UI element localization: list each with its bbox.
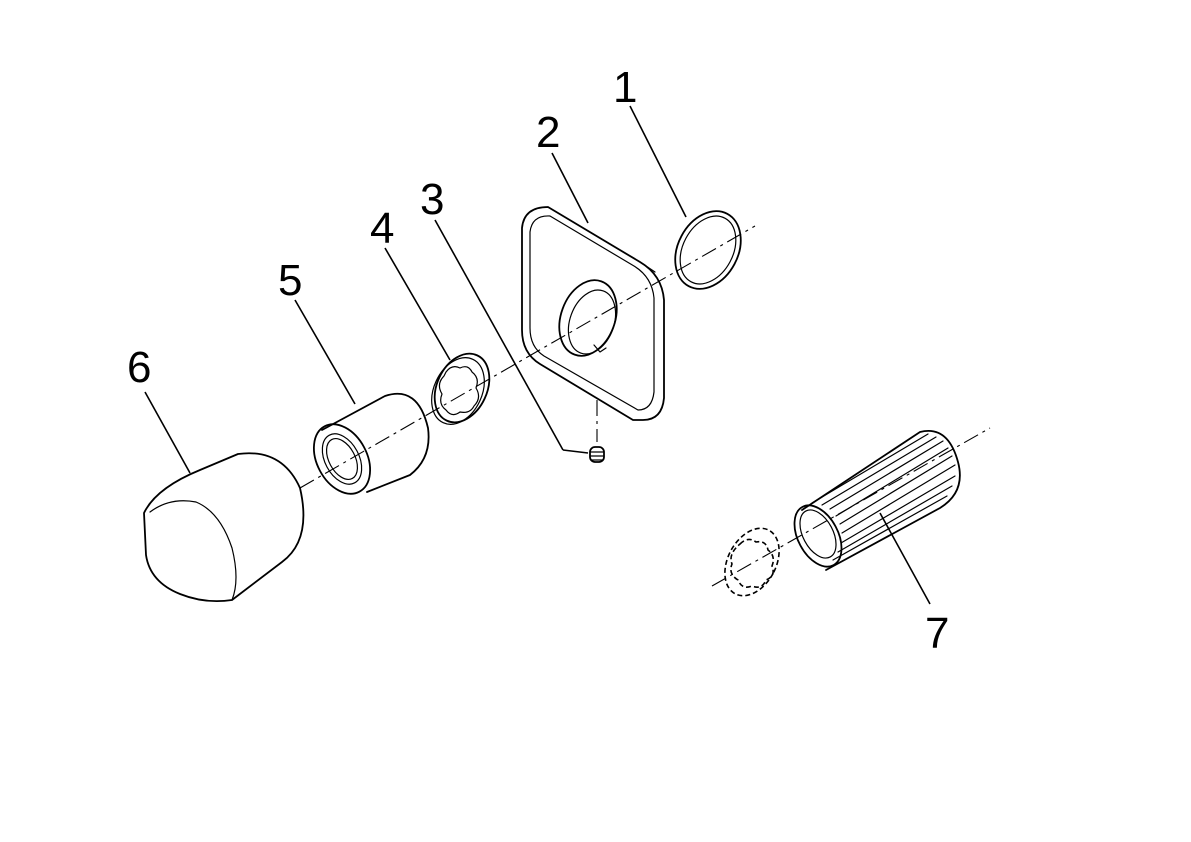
- part-7-extension-set: [724, 430, 961, 597]
- callout-1: 1: [613, 63, 637, 112]
- callout-numbers: 1 2 3 4 5 6 7: [127, 63, 949, 658]
- part-3-grub-screw: [589, 446, 605, 463]
- callout-2: 2: [536, 108, 560, 157]
- callout-5: 5: [278, 256, 302, 305]
- callout-4: 4: [370, 204, 394, 253]
- leader-lines: [144, 105, 931, 605]
- part-4-splined-ring: [431, 352, 491, 425]
- part-1-o-ring: [674, 210, 742, 290]
- callout-6: 6: [127, 343, 151, 392]
- part-5-threaded-sleeve: [313, 392, 430, 495]
- callout-3: 3: [420, 175, 444, 224]
- part-2-square-rosette: [521, 206, 665, 421]
- part-6-handle-cap: [143, 452, 305, 603]
- callout-7: 7: [925, 609, 949, 658]
